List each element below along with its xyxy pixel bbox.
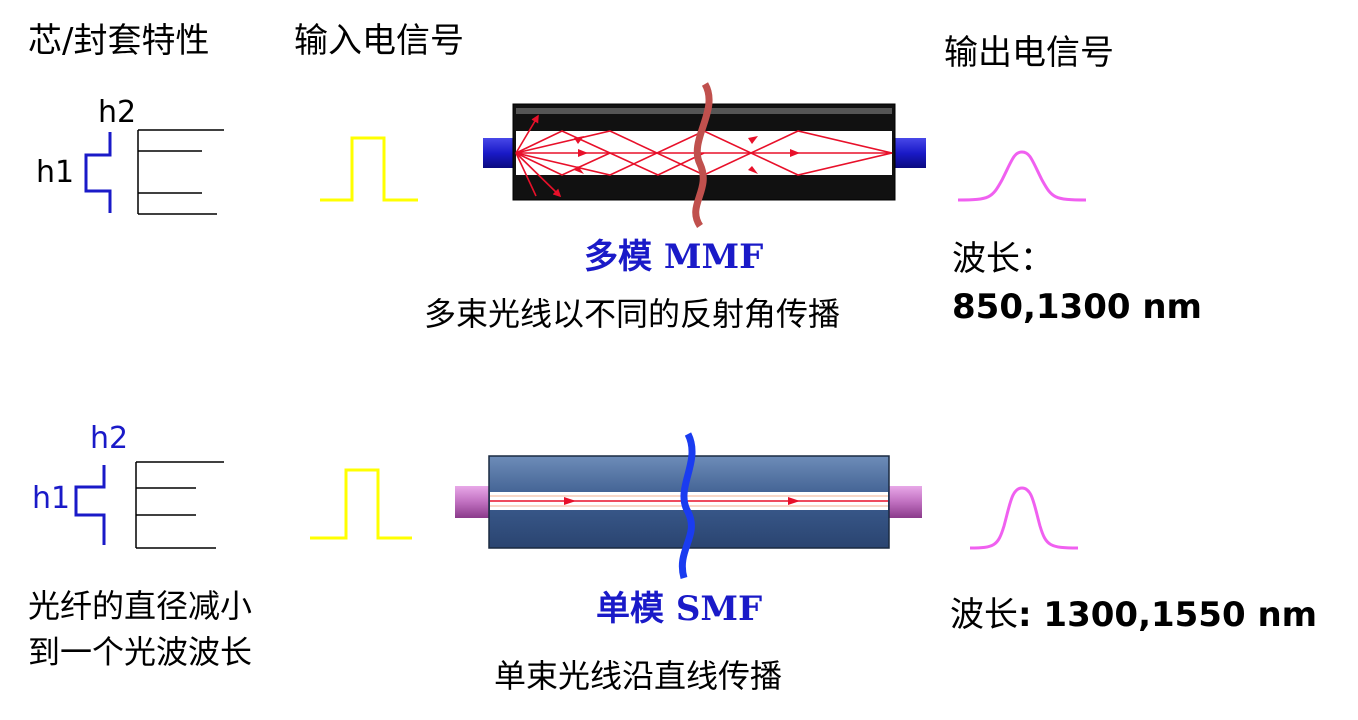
- mmf-fiber: [483, 82, 926, 228]
- core-cladding-header: 芯/封套特性: [28, 21, 210, 61]
- smf-wavelength-label: 波长: [950, 595, 1018, 635]
- smf-h1-label: h1: [32, 481, 71, 516]
- smf-input-pulse: [310, 468, 412, 540]
- mmf-output-pulse: [957, 150, 1087, 202]
- smf-mode-en: SMF: [675, 589, 763, 629]
- smf-break-mark: [678, 432, 696, 579]
- mmf-index-profile: [84, 129, 224, 215]
- mmf-mode-cn: 多模: [584, 237, 652, 277]
- input-signal-header: 输入电信号: [294, 21, 464, 61]
- smf-wavelength: 波长: 1300,1550 nm: [950, 598, 1317, 632]
- smf-fiber: [455, 432, 922, 579]
- mmf-wavelength-value: 850,1300 nm: [952, 287, 1202, 327]
- smf-h2-label: h2: [90, 421, 129, 456]
- smf-index-profile: [74, 461, 224, 549]
- mmf-wavelength-label: 波长：: [952, 239, 1054, 279]
- mmf-input-pulse: [320, 136, 418, 202]
- smf-mode-label: 单模 SMF: [596, 592, 762, 626]
- smf-wavelength-value: : 1300,1550 nm: [1018, 595, 1318, 635]
- mmf-h1-label: h1: [36, 155, 75, 190]
- mmf-break-mark: [692, 82, 713, 228]
- smf-description: 单束光线沿直线传播: [494, 657, 783, 695]
- smf-note-line1: 光纤的直径减小: [28, 587, 253, 625]
- mmf-description: 多束光线以不同的反射角传播: [424, 295, 841, 333]
- smf-note-line2: 到一个光波波长: [28, 633, 253, 671]
- mmf-mode-en: MMF: [663, 237, 764, 277]
- mmf-mode-label: 多模 MMF: [584, 240, 763, 274]
- smf-output-pulse: [969, 486, 1079, 550]
- output-signal-header: 输出电信号: [944, 33, 1114, 73]
- smf-mode-cn: 单模: [596, 589, 664, 629]
- mmf-h2-label: h2: [98, 95, 137, 130]
